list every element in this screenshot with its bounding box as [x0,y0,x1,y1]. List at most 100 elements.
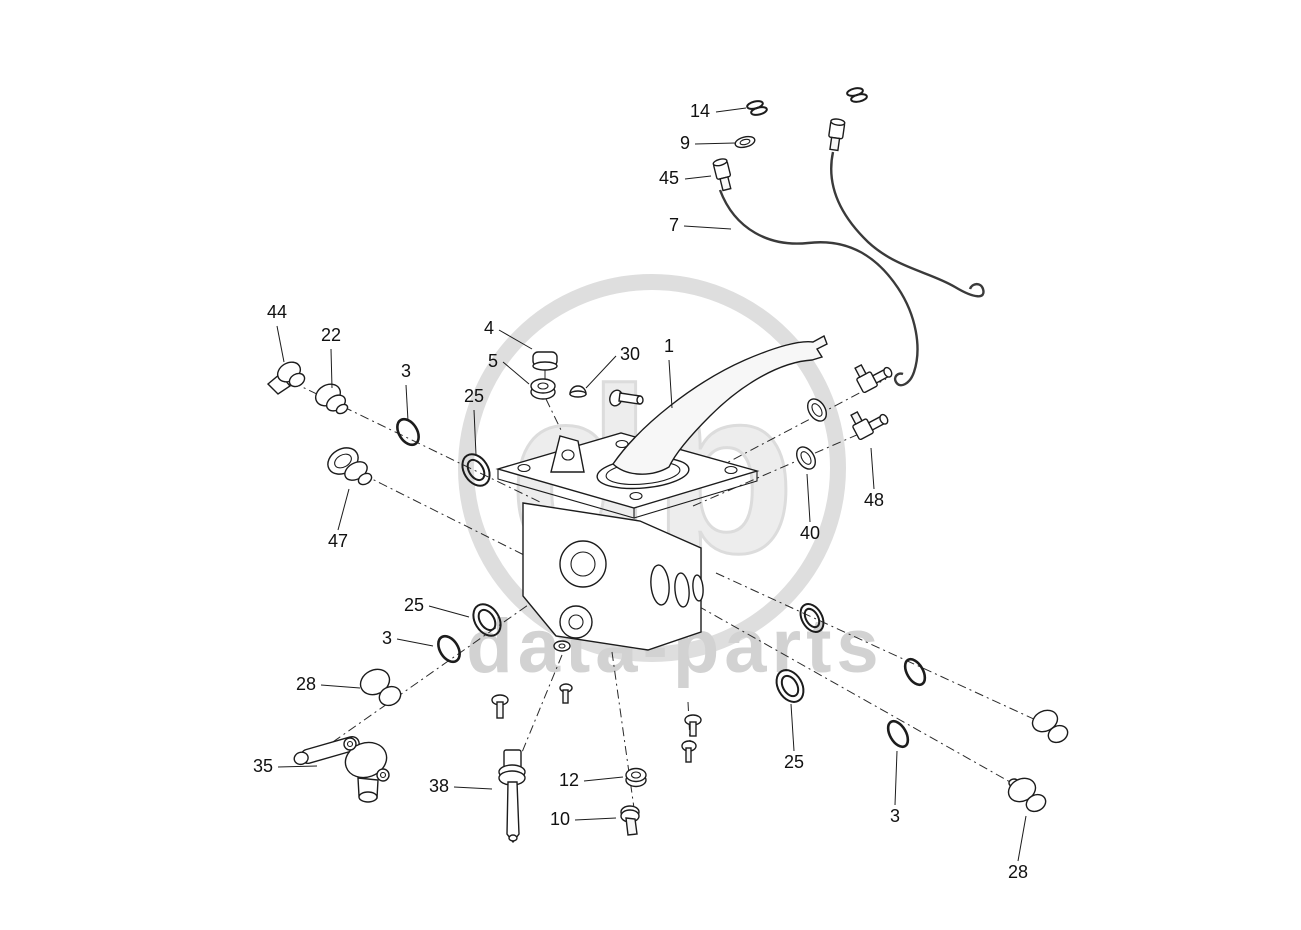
callout-label-3-bottomleft: 3 [382,628,392,648]
callout-label-10: 10 [550,809,570,829]
main-assembly [495,334,828,652]
callout-label-25-bottomleft: 25 [404,595,424,615]
axis-bottom-left [329,583,559,745]
part-screw-c [684,714,702,737]
callout-label-28-right: 28 [1008,862,1028,882]
part-washer-40-upper [807,398,827,422]
part-gasket-25-rightlower [775,669,805,703]
callout-label-28-left: 28 [296,674,316,694]
leader-5 [502,361,530,385]
callout-label-12: 12 [559,770,579,790]
leader-25-left [473,409,477,456]
part-fitting-44 [266,361,306,395]
callout-label-5: 5 [488,351,498,371]
bottom-right-parts [775,603,1069,813]
callout-label-30: 30 [620,344,640,364]
part-nut-5 [530,378,556,400]
axis-sensor [517,654,563,763]
callout-label-4: 4 [484,318,494,338]
axis-right-upper [699,378,887,478]
part-gasket-25-bottomleft [472,603,502,637]
callouts: 14 9 45 7 44 22 3 4 5 30 1 25 47 40 48 2… [253,101,1028,882]
part-fueltap-35 [293,735,390,803]
bottom-center-parts [491,683,702,836]
part-washer-9 [734,135,756,149]
right-parts [796,363,893,470]
leader-28-left [320,684,361,689]
leader-48 [870,447,875,490]
leader-4 [498,329,533,350]
axis-bolt [611,651,635,809]
callout-label-45: 45 [659,168,679,188]
leader-3-left [405,384,409,422]
axis-bottom-right-lower [697,605,1043,801]
part-gasket-25-left [461,453,491,487]
callout-label-40: 40 [800,523,820,543]
left-parts [266,361,491,487]
part-nut-12 [625,767,647,788]
part-connector-right [828,118,846,152]
valve-body [522,502,704,652]
leader-30 [585,355,617,389]
callout-label-1: 1 [664,336,674,356]
leader-44 [276,325,285,363]
part-connector-45 [712,158,732,192]
part-oring-3-bottomleft [437,634,461,664]
callout-label-48: 48 [864,490,884,510]
part-oring-3-left [396,417,420,447]
callout-label-3-right: 3 [890,806,900,826]
part-stud-48-lower [850,410,889,441]
leader-14 [715,107,747,113]
part-lever-1 [612,334,828,475]
hose-left [718,189,919,387]
hose-right [830,151,985,298]
axis-right-lower [692,423,883,507]
axis-nut [545,398,562,431]
part-plug-28-left [359,668,402,707]
part-capnut-4 [532,351,558,371]
callout-label-22: 22 [321,325,341,345]
part-screw-a [491,694,509,719]
callout-label-9: 9 [680,133,690,153]
callout-label-25-left: 25 [464,386,484,406]
callout-label-14: 14 [690,101,710,121]
leader-47 [337,488,350,531]
axis-bottom-right-upper [715,572,1063,733]
watermark-logo-circle [458,274,846,662]
leader-40 [806,473,811,523]
part-oring-3-rightupper [903,657,927,687]
part-plug-28-right [1007,777,1047,813]
part-screw-10 [620,805,640,836]
leader-38 [453,786,493,790]
leader-10 [574,817,617,821]
leader-35 [277,765,318,768]
leader-3-bottomleft [396,638,434,647]
part-clip-14 [746,100,768,116]
bottom-left-parts [293,603,526,844]
pivot-bracket [550,435,585,473]
leader-22 [330,348,333,389]
part-screw-b [559,683,573,704]
leader-28-right [1017,815,1027,862]
leader-25-bottomleft [428,605,470,618]
part-gasket-25-rightupper [799,603,825,633]
leader-3-right [894,750,898,806]
part-sensor-38 [498,749,526,844]
callout-label-44: 44 [267,302,287,322]
part-plug-rightupper [1031,709,1069,744]
leader-7 [683,225,732,230]
part-dome-30 [569,385,587,398]
leader-25-right [790,703,795,752]
callout-label-3-left: 3 [401,361,411,381]
axis-left-lower [361,473,559,573]
part-union-47 [327,447,373,486]
leader-9 [694,142,736,145]
leader-1 [668,359,673,409]
assembly-axis-lines [291,370,1063,809]
part-nipple [609,389,644,407]
part-fitting-22 [314,383,349,415]
part-stud-48-upper [854,363,893,394]
hose-assembly [712,87,985,387]
